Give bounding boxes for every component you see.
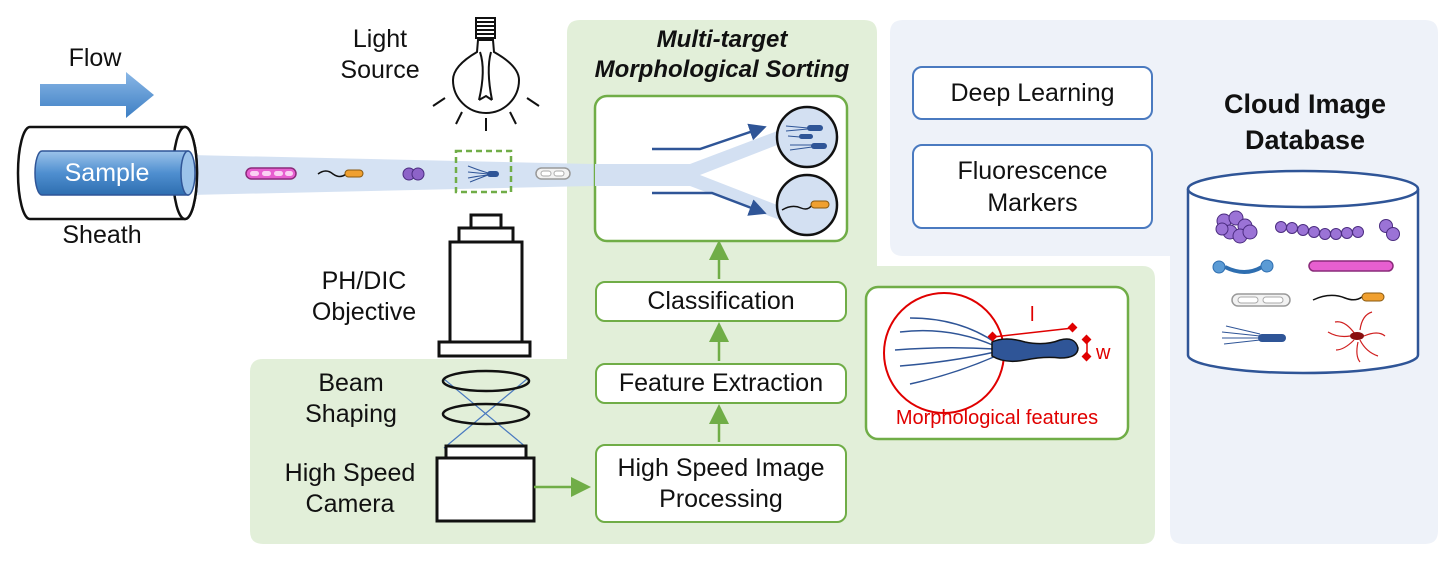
camera-label: High Speed Camera xyxy=(270,458,430,520)
dead-cell xyxy=(535,167,571,180)
light-source-label-line2: Source xyxy=(340,56,420,84)
chain-cell xyxy=(245,167,297,180)
process-arrows xyxy=(534,240,729,497)
camera-label-line2: Camera xyxy=(305,490,395,518)
camera-icon xyxy=(435,444,536,523)
fluorescence-label-line2: Markers xyxy=(987,188,1078,217)
beam-shaping-label-line1: Beam xyxy=(318,369,384,397)
fluorescence-label-line1: Fluorescence xyxy=(957,156,1108,185)
beam-shaping-optics xyxy=(441,369,531,449)
objective-icon xyxy=(437,213,532,358)
deep-learning-label: Deep Learning xyxy=(950,79,1115,107)
sorting-box xyxy=(593,94,849,243)
flow-label: Flow xyxy=(68,44,122,72)
fluorescence-markers-box: Fluorescence Markers xyxy=(912,144,1153,229)
sorting-title-line1: Multi-target xyxy=(656,26,788,53)
database-cells xyxy=(1212,210,1400,363)
sorting-title: Multi-target Morphological Sorting xyxy=(567,25,877,85)
length-symbol: l xyxy=(1030,304,1035,326)
beam-shaping-label: Beam Shaping xyxy=(296,368,406,430)
light-bulb-icon xyxy=(432,17,540,131)
image-processing-box: High Speed Image Processing xyxy=(595,444,847,523)
imaged-cell xyxy=(454,149,513,194)
image-processing-label-line1: High Speed Image xyxy=(617,453,825,482)
beam-shaping-label-line2: Shaping xyxy=(305,400,397,428)
feature-extraction-box: Feature Extraction xyxy=(595,363,847,404)
cloud-title-line1: Cloud Image xyxy=(1223,89,1386,119)
light-source-label: Light Source xyxy=(330,24,430,86)
objective-label-line2: Objective xyxy=(311,298,417,326)
objective-label-line1: PH/DIC xyxy=(321,267,407,295)
classification-box: Classification xyxy=(595,281,847,322)
cloud-title-line2: Database xyxy=(1244,125,1366,155)
flow-arrow xyxy=(40,72,154,118)
flagellated-rod-cell xyxy=(317,169,364,178)
objective-label: PH/DIC Objective xyxy=(296,266,432,328)
deep-learning-box: Deep Learning xyxy=(912,66,1153,120)
sheath-tube xyxy=(16,125,199,221)
light-source-label-line1: Light xyxy=(352,25,408,53)
image-processing-label-line2: Processing xyxy=(659,484,783,513)
width-symbol: w xyxy=(1096,342,1111,364)
cloud-database-title: Cloud Image Database xyxy=(1180,86,1430,158)
sample-label: Sample xyxy=(64,159,150,187)
morphological-features-caption: Morphological features xyxy=(895,407,1099,429)
sorting-title-line2: Morphological Sorting xyxy=(594,56,850,83)
feature-extraction-label: Feature Extraction xyxy=(618,369,824,397)
morphology-figure xyxy=(864,285,1130,441)
coccus-pair-cell xyxy=(402,167,425,181)
camera-label-line1: High Speed xyxy=(284,459,416,487)
classification-label: Classification xyxy=(647,287,795,315)
sheath-label: Sheath xyxy=(62,221,142,249)
